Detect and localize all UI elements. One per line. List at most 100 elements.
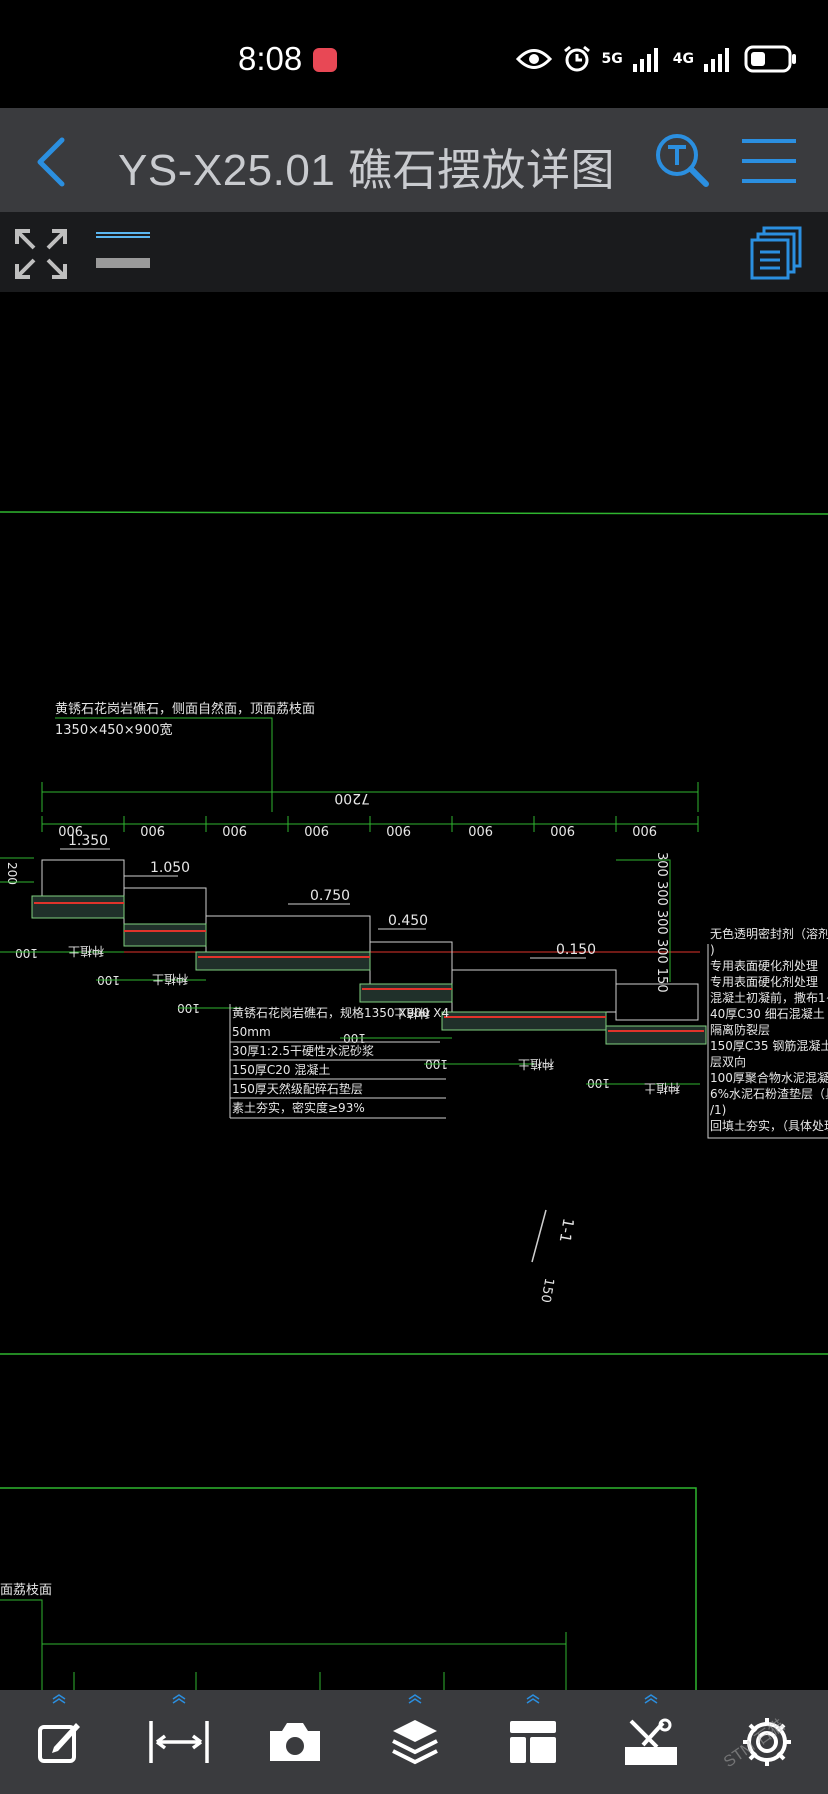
settings-button[interactable] (722, 1690, 812, 1794)
elev-1350: 1.350 (68, 833, 108, 849)
left-dim-line (0, 857, 34, 883)
frame-box-bottom (0, 1487, 697, 1690)
base-layer-1 (31, 895, 125, 919)
dim-line-segments (41, 816, 699, 832)
elev-1050: 1.050 (150, 860, 190, 876)
layout-toggle-button[interactable] (94, 228, 154, 278)
status-bar: 8:08 5G 4G (0, 0, 828, 108)
right-note-11: 6%水泥石粉渣垫层（具 (710, 1086, 828, 1101)
seg-dim-3: 900 (222, 822, 247, 837)
seg-dim-4: 900 (304, 822, 329, 837)
base-layer-5 (441, 1011, 607, 1031)
bottom-ticks (73, 1672, 445, 1690)
fill-labels: 种植土 种植土 种植土 种植土 种植土 (68, 944, 680, 1096)
edit-icon (38, 1723, 80, 1763)
vertical-dims: 300 300 300 300 150 (654, 852, 669, 993)
chevron-up-icon (644, 1694, 658, 1704)
tools-button[interactable] (606, 1690, 696, 1794)
spec-line-1: 黄锈石花岗岩礁石，规格1350 X900 X4 (232, 1005, 449, 1020)
spec-block: 黄锈石花岗岩礁石，规格1350 X900 X4 50mm 30厚1:2.5干硬性… (232, 1005, 449, 1115)
fill-label-4: 种植土 (518, 1057, 554, 1072)
note-bottom: 面荔枝面 (0, 1583, 52, 1598)
right-note-1: 无色透明密封剂（溶剂型 (710, 926, 828, 941)
toolbox-icon (625, 1718, 677, 1765)
layers-button[interactable] (370, 1690, 460, 1794)
bottom-toolbar: STM 石猫 (0, 1690, 828, 1794)
elev-0450: 0.450 (388, 913, 428, 929)
right-note-2: ) (710, 943, 715, 957)
base-layer-4 (359, 983, 453, 1003)
bottom-leader (0, 1599, 567, 1690)
spec-line-5: 150厚天然级配碎石垫层 (232, 1081, 363, 1096)
right-note-12: /1) (710, 1103, 726, 1117)
signal-5g-label: 5G (601, 51, 623, 67)
right-note-8: 150厚C35 钢筋混凝土 (710, 1038, 828, 1053)
stone-step-2 (123, 887, 207, 925)
signal-4g-bars-icon (704, 48, 729, 72)
seg-dim-2: 900 (140, 822, 165, 837)
camera-icon (270, 1723, 320, 1761)
note-top-line1: 黄锈石花岗岩礁石，侧面自然面，顶面荔枝面 (55, 701, 315, 717)
measure-icon (149, 1721, 209, 1763)
dim-100-1: 100 (15, 946, 38, 960)
sheets-button[interactable] (748, 226, 804, 282)
stone-step-1 (41, 859, 125, 897)
sheets-stack-icon (750, 226, 802, 280)
fill-label-2: 种植土 (152, 972, 188, 987)
camera-button[interactable] (250, 1690, 340, 1794)
stone-step-3 (205, 915, 371, 953)
right-note-6: 40厚C30 细石混凝土 (710, 1006, 825, 1021)
elev-markers (60, 848, 586, 959)
right-note-9: 层双向 (710, 1054, 746, 1069)
dim-overall-label: 7200 (334, 790, 370, 806)
dim-100-6: 100 (587, 1076, 610, 1090)
spec-line-4: 150厚C20 混凝土 (232, 1062, 330, 1077)
chevron-up-icon (526, 1694, 540, 1704)
dim-200: 200 (5, 862, 19, 885)
stone-step-5 (451, 969, 617, 1013)
leader-line-top (55, 717, 273, 812)
eye-icon (515, 49, 552, 69)
spec-leader-lines (229, 1004, 446, 1119)
chevron-left-icon (37, 137, 65, 187)
drawing-canvas[interactable]: 黄锈石花岗岩礁石，侧面自然面，顶面荔枝面 1350×450×900宽 7200 … (0, 292, 828, 1690)
text-search-icon (656, 134, 709, 187)
frame-line-top (0, 511, 828, 515)
right-note-7: 隔离防裂层 (710, 1022, 770, 1037)
stone-step-6 (615, 983, 699, 1021)
fill-label-1: 种植土 (68, 944, 104, 959)
battery-icon (744, 45, 796, 73)
right-dim-box (616, 859, 671, 982)
seg-dim-5: 900 (386, 822, 411, 837)
fill-dim-lines (0, 951, 700, 1085)
elev-0150: 0.150 (556, 942, 596, 958)
layout-panels-icon (510, 1721, 556, 1763)
signal-5g-bars-icon (632, 48, 658, 72)
right-note-4: 专用表面硬化剂处理 (710, 974, 818, 989)
text-search-button[interactable] (652, 130, 712, 190)
gear-icon (743, 1718, 791, 1766)
fill-label-3: 种植土 (394, 1006, 430, 1021)
seg-dim-1: 900 (58, 822, 83, 837)
fit-screen-button[interactable] (14, 228, 68, 280)
right-notes: 无色透明密封剂（溶剂型 ) 专用表面硬化剂处理 专用表面硬化剂处理 混凝土初凝前… (710, 926, 828, 1133)
stone-step-4 (369, 941, 453, 985)
cad-drawing[interactable]: 黄锈石花岗岩礁石，侧面自然面，顶面荔枝面 1350×450×900宽 7200 … (0, 292, 828, 1690)
status-icons: 5G 4G (515, 44, 798, 74)
mortar-lines (34, 902, 704, 1032)
layout-button[interactable] (488, 1690, 578, 1794)
base-layer-6 (605, 1025, 707, 1045)
elev-0750: 0.750 (310, 888, 350, 904)
annotate-button[interactable] (14, 1690, 104, 1794)
menu-button[interactable] (740, 136, 798, 186)
right-notes-leader (707, 944, 828, 1139)
section-line (531, 1209, 547, 1263)
back-button[interactable] (28, 134, 78, 190)
chevron-up-icon (408, 1694, 422, 1704)
measure-button[interactable] (134, 1690, 224, 1794)
page-title: YS-X25.01 礁石摆放详图 (118, 146, 616, 195)
base-layer-3 (195, 951, 371, 971)
note-top-line2: 1350×450×900宽 (55, 722, 173, 738)
spec-line-6: 素土夯实，密实度≥93% (232, 1100, 365, 1115)
seg-dim-6: 900 (468, 822, 493, 837)
